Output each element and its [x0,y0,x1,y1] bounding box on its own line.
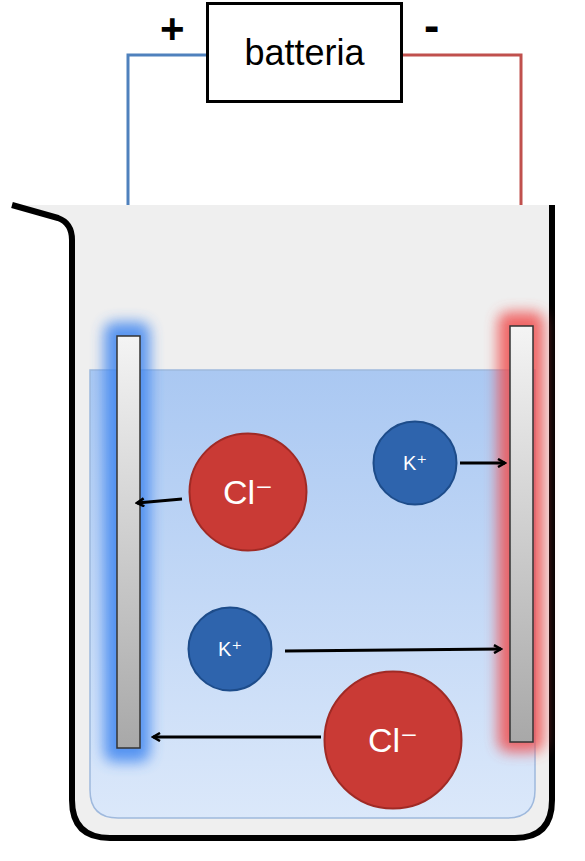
potassium-ion: K⁺ [187,606,273,692]
anode [117,336,140,748]
motion-arrow [137,499,182,503]
solution [90,370,535,818]
chloride-ion: Cl⁻ [323,670,463,810]
positive-terminal-label: + [160,8,185,50]
cathode-glow [498,312,544,752]
potassium-ion: K⁺ [372,420,458,506]
motion-arrow [460,462,505,465]
beaker [12,205,552,838]
battery-label: batteria [244,32,364,74]
ion-label: K⁺ [218,637,242,661]
motion-arrow [285,649,501,651]
cathode [510,326,533,742]
chloride-ion: Cl⁻ [188,432,308,552]
battery-box: batteria [206,2,403,103]
ion-label: Cl⁻ [368,720,418,760]
ion-label: Cl⁻ [223,472,273,512]
anode-glow [104,322,150,762]
motion-arrow [153,736,321,739]
ion-label: K⁺ [403,451,427,475]
negative-terminal-label: - [424,2,439,48]
